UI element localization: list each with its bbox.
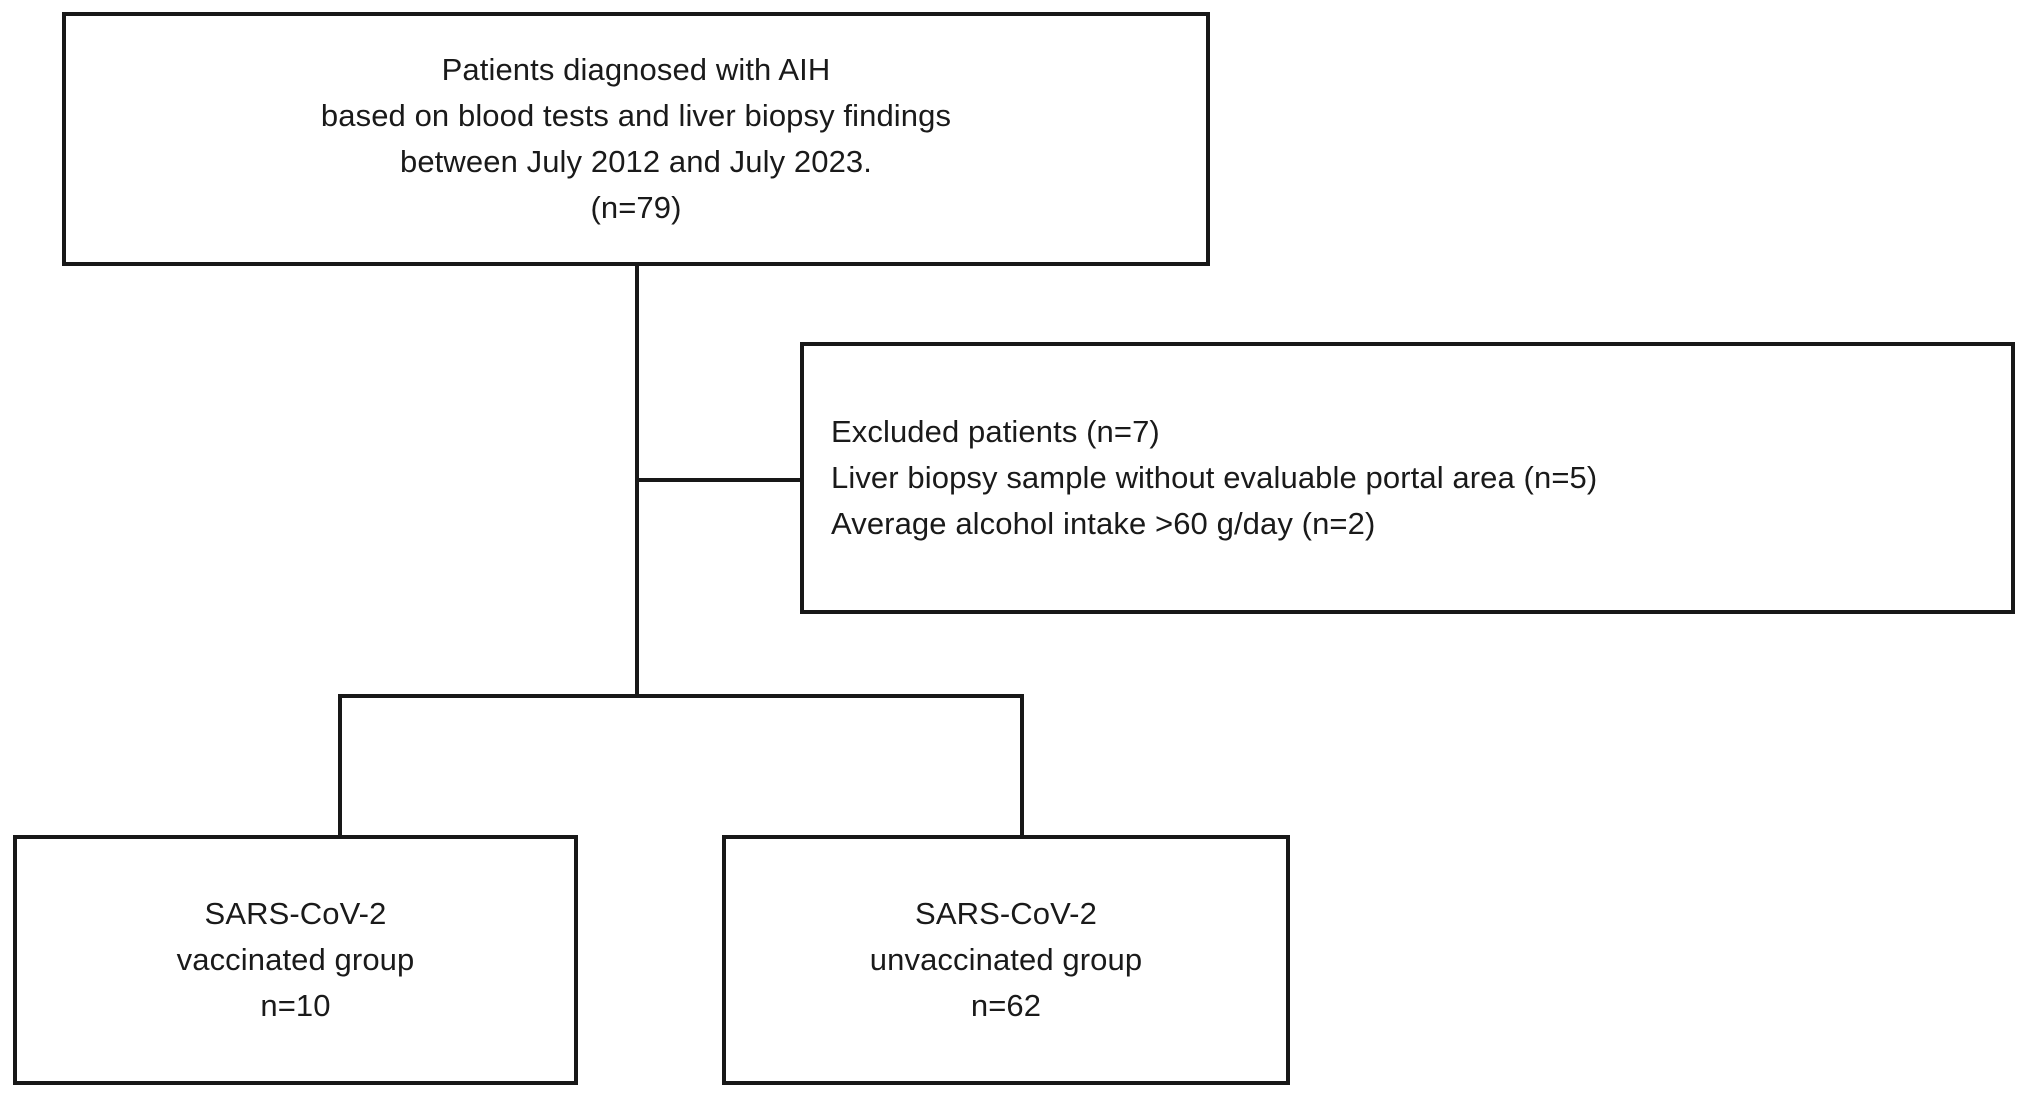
connector-to-excluded-box — [635, 478, 802, 482]
source-cohort-box: Patients diagnosed with AIH based on blo… — [62, 12, 1210, 266]
unvaccinated-group-count: n=62 — [970, 988, 1042, 1023]
source-cohort-line-2: based on blood tests and liver biopsy fi… — [320, 98, 952, 133]
vaccinated-group-box: SARS-CoV-2 vaccinated group n=10 — [13, 835, 578, 1085]
connector-drop-to-unvaccinated — [1020, 694, 1024, 837]
excluded-reason-line-1: Liver biopsy sample without evaluable po… — [831, 460, 1598, 495]
vaccinated-group-count: n=10 — [260, 988, 331, 1023]
vaccinated-group-line-2: vaccinated group — [176, 942, 415, 977]
unvaccinated-group-line-2: unvaccinated group — [869, 942, 1143, 977]
connector-drop-to-vaccinated — [338, 694, 342, 837]
source-cohort-line-3: between July 2012 and July 2023. — [400, 144, 872, 179]
source-cohort-count: (n=79) — [590, 190, 682, 225]
source-cohort-line-1: Patients diagnosed with AIH — [441, 52, 831, 87]
connector-fork-horizontal-bar — [338, 694, 1024, 698]
excluded-total-line: Excluded patients (n=7) — [831, 414, 1160, 449]
excluded-patients-box: Excluded patients (n=7) Liver biopsy sam… — [800, 342, 2015, 614]
excluded-reason-line-2: Average alcohol intake >60 g/day (n=2) — [831, 506, 1376, 541]
unvaccinated-group-line-1: SARS-CoV-2 — [915, 896, 1097, 931]
unvaccinated-group-box: SARS-CoV-2 unvaccinated group n=62 — [722, 835, 1290, 1085]
vaccinated-group-line-1: SARS-CoV-2 — [204, 896, 387, 931]
